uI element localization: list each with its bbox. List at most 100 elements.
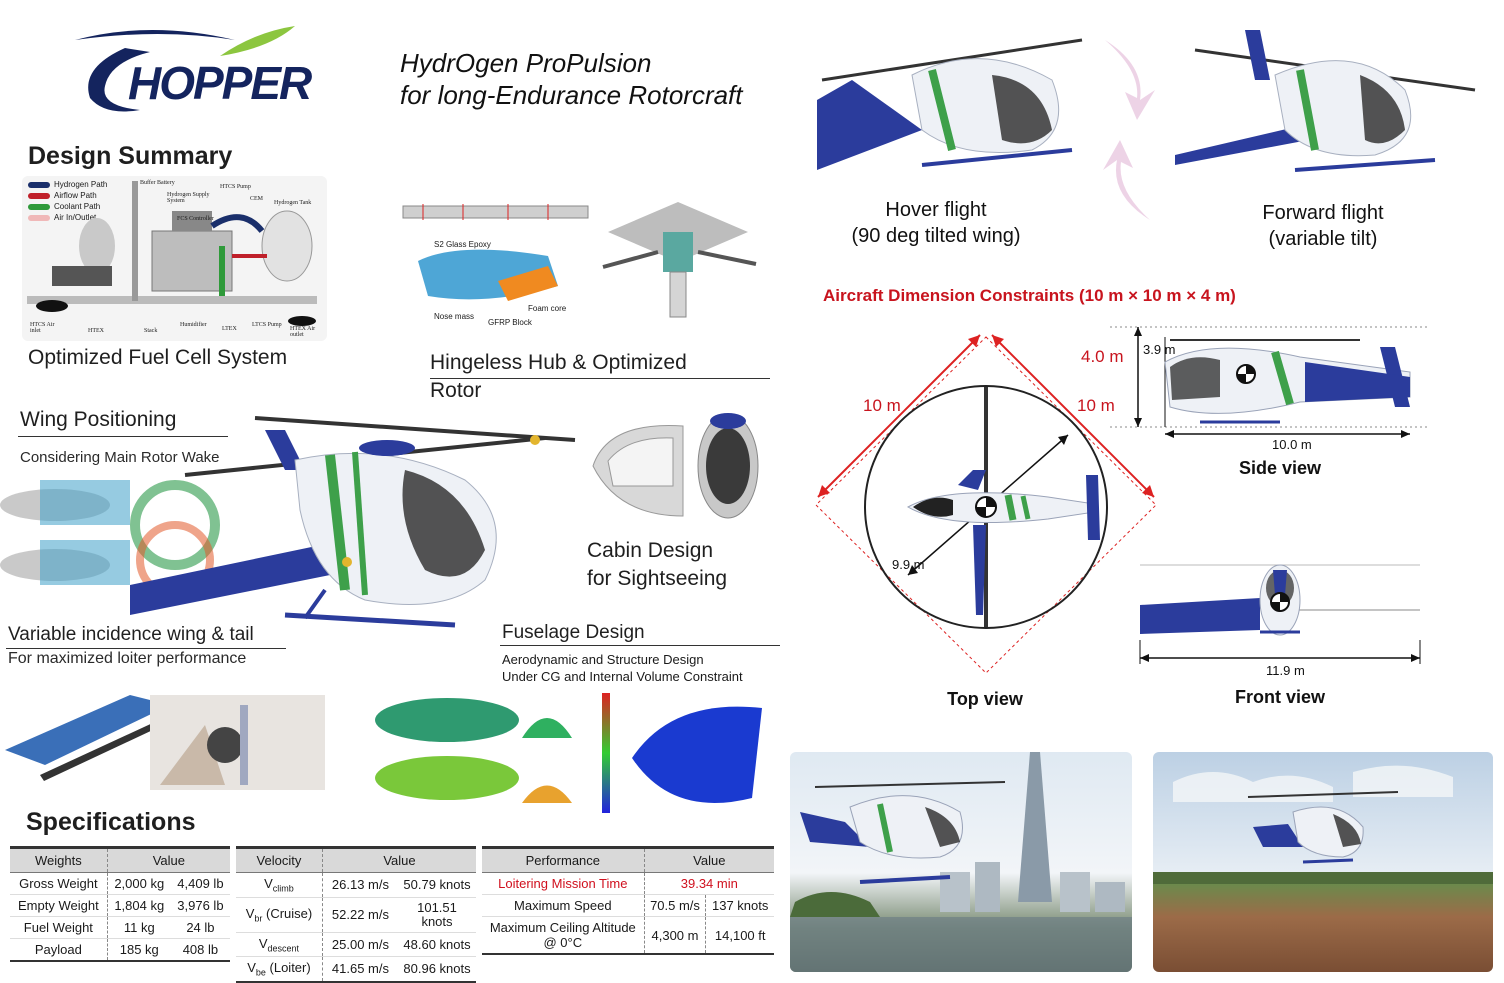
table-row: Maximum Ceiling Altitude @ 0°C 4,300 m 1… xyxy=(482,916,774,955)
velocity-label: Vdescent xyxy=(236,932,323,958)
velocity-label: Vbe (Loiter) xyxy=(236,956,323,983)
part-label-htex: HTEX xyxy=(88,328,104,334)
velocity-subscript: descent xyxy=(267,943,300,954)
weight-lb: 4,409 lb xyxy=(170,872,230,895)
wing-pos-underline xyxy=(18,436,228,437)
fuel-cell-heading: Optimized Fuel Cell System xyxy=(28,346,288,369)
velocity-knots: 101.51 knots xyxy=(398,897,476,933)
front-view-caption: Front view xyxy=(1234,687,1325,707)
weight-label: Gross Weight xyxy=(10,872,108,895)
fuselage-cfd-icon xyxy=(375,693,762,813)
dim-top-right: 10 m xyxy=(1077,396,1115,415)
cabin-icon xyxy=(592,413,759,519)
legend-hydrogen: Hydrogen Path xyxy=(54,180,108,189)
forward-caption-line1: Forward flight xyxy=(1262,202,1384,224)
main-helicopter-render xyxy=(125,400,585,640)
max-speed-knots: 137 knots xyxy=(705,894,774,917)
part-label-buffer: Buffer Battery xyxy=(140,180,175,186)
performance-table: Performance Value Loitering Mission Time… xyxy=(482,846,774,955)
velocity-col-header: Velocity xyxy=(236,846,323,873)
velocity-knots: 80.96 knots xyxy=(398,956,476,983)
weights-value-header: Value xyxy=(106,846,230,873)
fuselage-sub1: Aerodynamic and Structure Design xyxy=(502,652,704,667)
city-scene-render xyxy=(790,752,1132,972)
rotor-label-gfrp: GFRP Block xyxy=(488,318,532,327)
weight-label: Empty Weight xyxy=(10,894,108,917)
weights-header-row: Weights Value xyxy=(10,846,230,873)
velocity-ms: 52.22 m/s xyxy=(321,897,398,933)
table-row: Maximum Speed 70.5 m/s 137 knots xyxy=(482,894,774,917)
forward-helicopter-icon xyxy=(1175,30,1476,172)
rotor-blade-section: S2 Glass Epoxy Foam core GFRP Block Nose… xyxy=(398,186,598,327)
velocity-knots: 50.79 knots xyxy=(398,872,476,898)
table-row: Empty Weight 1,804 kg 3,976 lb xyxy=(10,894,230,917)
page-title-line1: HydrOgen ProPulsion xyxy=(400,48,652,78)
table-row: Vclimb 26.13 m/s 50.79 knots xyxy=(236,872,476,898)
wing-pos-heading: Wing Positioning xyxy=(20,408,177,431)
velocity-symbol: V xyxy=(245,905,255,921)
rotor-label-foam: Foam core xyxy=(528,304,567,313)
part-label-htcs-pump: HTCS Pump xyxy=(220,184,251,190)
performance-value-header: Value xyxy=(643,846,774,873)
dim-height: 4.0 m xyxy=(1081,347,1124,366)
hopper-logo: HOPPER xyxy=(70,18,312,118)
part-label-ltex: LTEX xyxy=(222,326,237,332)
cabin-heading-line2: for Sightseeing xyxy=(587,567,728,590)
farm-scene-render xyxy=(1153,752,1493,972)
blade-airfoil-icon xyxy=(402,204,589,301)
part-label-ltcs: LTCS Pump xyxy=(252,322,282,328)
velocity-subscript: br xyxy=(254,913,263,924)
weight-kg: 2,000 kg xyxy=(106,872,171,895)
weight-lb: 24 lb xyxy=(170,916,230,939)
velocity-value-header: Value xyxy=(321,846,476,873)
top-view-caption: Top view xyxy=(947,689,1023,709)
weight-kg: 1,804 kg xyxy=(106,894,171,917)
velocity-symbol: V xyxy=(264,876,273,891)
fuel-cell-drawing-icon xyxy=(27,181,317,326)
hub-heading-line2: Rotor xyxy=(430,379,482,402)
cabin-heading-line1: Cabin Design xyxy=(587,539,714,562)
hover-caption-line1: Hover flight xyxy=(885,199,987,221)
legend-coolant: Coolant Path xyxy=(54,202,101,211)
velocity-symbol: V xyxy=(247,960,256,976)
table-row: Vdescent 25.00 m/s 48.60 knots xyxy=(236,932,476,958)
velocity-header-row: Velocity Value xyxy=(236,846,476,873)
velocity-symbol: V xyxy=(258,935,268,951)
dim-top-left: 10 m xyxy=(863,396,901,415)
part-label-humidifier: Humidifier xyxy=(180,322,207,328)
performance-col-header: Performance xyxy=(482,846,645,873)
wing-structure-render xyxy=(0,685,330,795)
farm-scene-icon xyxy=(1153,765,1493,884)
dim-side-length: 10.0 m xyxy=(1272,437,1312,452)
weight-kg: 185 kg xyxy=(106,938,171,962)
rotor-label-nose: Nose mass xyxy=(434,312,475,321)
performance-header-row: Performance Value xyxy=(482,846,774,873)
side-view-caption: Side view xyxy=(1238,458,1322,478)
part-label-h2-tank: Hydrogen Tank xyxy=(274,200,312,206)
variable-wing-underline xyxy=(6,648,286,649)
max-speed-ms: 70.5 m/s xyxy=(643,894,706,917)
table-row: Fuel Weight 11 kg 24 lb xyxy=(10,916,230,939)
variable-wing-heading: Variable incidence wing & tail xyxy=(8,624,254,645)
max-speed-label: Maximum Speed xyxy=(482,894,645,917)
legend-air: Air In/Outlet xyxy=(54,213,97,222)
fuselage-heading: Fuselage Design xyxy=(502,622,645,643)
wing-structure-icon xyxy=(5,695,325,790)
logo-text: HOPPER xyxy=(128,57,312,109)
dimension-title: Aircraft Dimension Constraints (10 m × 1… xyxy=(823,286,1236,305)
velocity-subscript: be xyxy=(255,967,266,978)
ceiling-m: 4,300 m xyxy=(643,916,706,955)
velocity-ms: 25.00 m/s xyxy=(321,932,398,958)
weight-lb: 3,976 lb xyxy=(170,894,230,917)
ceiling-label-line1: Maximum Ceiling Altitude xyxy=(489,920,636,935)
front-view-diagram-icon xyxy=(1139,564,1421,664)
velocity-knots: 48.60 knots xyxy=(398,932,476,958)
wing-pos-sub: Considering Main Rotor Wake xyxy=(20,449,220,466)
velocity-label: Vclimb xyxy=(236,872,323,898)
velocity-suffix: (Loiter) xyxy=(265,960,311,976)
forward-caption-line2: (variable tilt) xyxy=(1268,228,1378,250)
variable-wing-sub: For maximized loiter performance xyxy=(8,650,247,667)
dim-side-height: 3.9 m xyxy=(1143,342,1176,357)
weights-table: Weights Value Gross Weight 2,000 kg 4,40… xyxy=(10,846,230,962)
weight-kg: 11 kg xyxy=(106,916,171,939)
